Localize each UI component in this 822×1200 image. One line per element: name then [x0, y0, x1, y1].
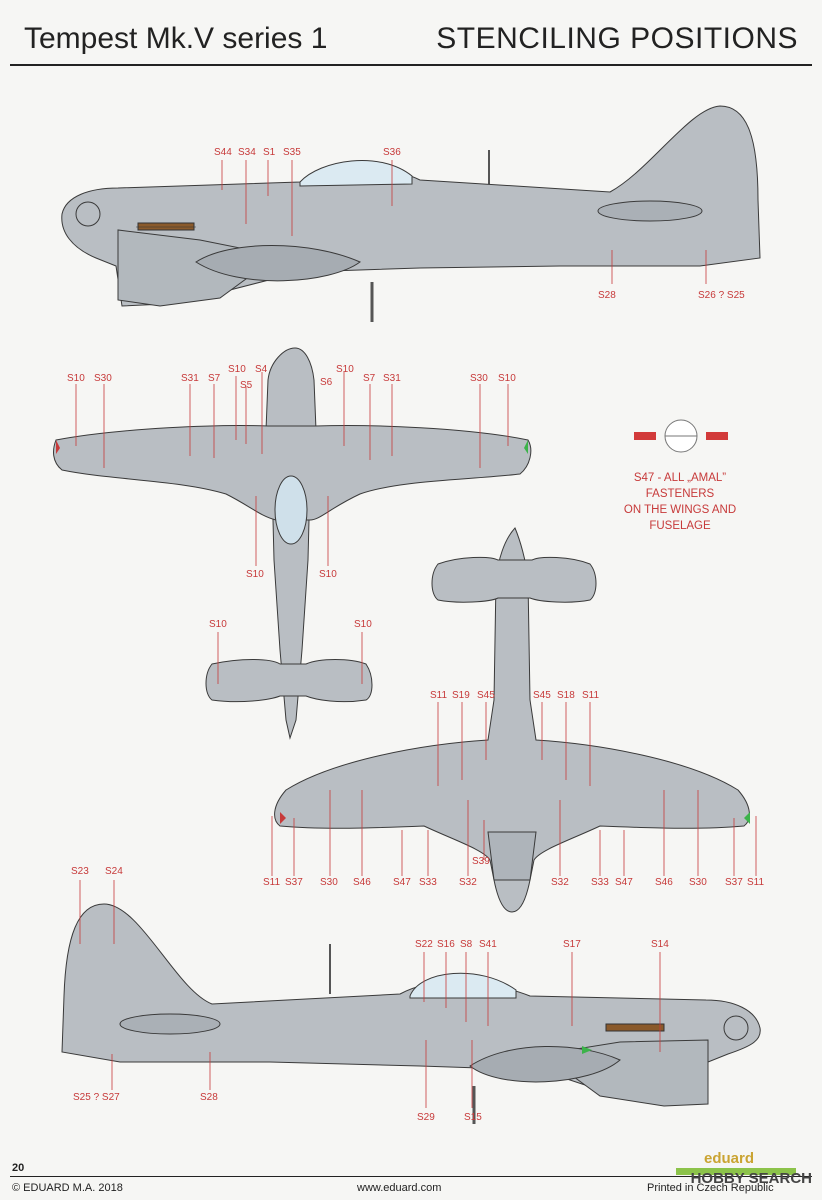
stencil-label: S26 ? S25 — [698, 290, 745, 301]
stencil-label: S35 — [283, 147, 301, 158]
top-view — [53, 347, 532, 740]
side-view-right-facing — [61, 903, 761, 1124]
note-line: FUSELAGE — [649, 520, 711, 532]
leader-lines — [75, 160, 757, 1108]
stencil-label: S47 — [615, 877, 633, 888]
stencil-label: S22 — [415, 939, 433, 950]
side-view-left-facing — [61, 105, 761, 322]
stencil-label: S7 — [208, 373, 221, 384]
stencil-label: S37 — [285, 877, 303, 888]
logo-bar — [676, 1168, 796, 1175]
stencil-label: S23 — [71, 866, 89, 877]
copyright: © EDUARD M.A. 2018 — [12, 1182, 123, 1194]
amal-note: S47 - ALL „AMAL” FASTENERS ON THE WINGS … — [610, 470, 750, 534]
stencil-label: S11 — [747, 877, 765, 888]
stencil-label: S7 — [363, 373, 376, 384]
stencil-label: S14 — [651, 939, 669, 950]
stencil-label: S1 — [263, 147, 276, 158]
stencil-label: S28 — [598, 290, 616, 301]
stencil-label: S45 — [533, 690, 551, 701]
stencil-label: S30 — [94, 373, 112, 384]
stencil-label: S8 — [460, 939, 473, 950]
stencil-label: S29 — [417, 1112, 435, 1123]
stencil-label: S32 — [551, 877, 569, 888]
stencil-label: S30 — [470, 373, 488, 384]
stencil-label: S44 — [214, 147, 232, 158]
stencil-label: S46 — [655, 877, 673, 888]
stencil-label: S15 — [464, 1112, 482, 1123]
stencil-label: S10 — [246, 569, 264, 580]
stencil-label: S10 — [336, 364, 354, 375]
stencil-label: S4 — [255, 364, 268, 375]
stencil-label: S37 — [725, 877, 743, 888]
stencil-label: S16 — [437, 939, 455, 950]
stencil-label: S19 — [452, 690, 470, 701]
stencil-label: S11 — [582, 690, 600, 701]
stencil-label: S28 — [200, 1092, 218, 1103]
page-number: 20 — [12, 1162, 25, 1174]
note-line: FASTENERS — [645, 488, 715, 500]
stencil-label: S31 — [383, 373, 401, 384]
footer-divider — [10, 1176, 812, 1177]
stencil-label: S11 — [430, 690, 448, 701]
header-divider — [10, 64, 812, 66]
printed-in: Printed in Czech Republic — [647, 1182, 774, 1194]
stencil-label: S41 — [479, 939, 497, 950]
stencil-label: S31 — [181, 373, 199, 384]
hobby-search-watermark: HOBBY SEARCH — [690, 1170, 812, 1187]
stencil-label: S10 — [354, 619, 372, 630]
stencil-label: S10 — [67, 373, 85, 384]
stencil-label: S32 — [459, 877, 477, 888]
stencil-label: S10 — [228, 364, 246, 375]
stencil-label: S10 — [319, 569, 337, 580]
stencil-label: S47 — [393, 877, 411, 888]
stencil-label: S30 — [689, 877, 707, 888]
note-line: ON THE WINGS AND — [623, 504, 737, 516]
amal-fastener-symbol — [634, 419, 728, 453]
eduard-logo: eduard — [704, 1150, 755, 1167]
stencil-label: S45 — [477, 690, 495, 701]
stencil-label: S24 — [105, 866, 123, 877]
page-title: Tempest Mk.V series 1 — [24, 22, 328, 55]
stencil-label: S30 — [320, 877, 338, 888]
stencil-label: S6 — [320, 377, 333, 388]
stencil-label: S39 — [472, 856, 490, 867]
stencil-label: S10 — [209, 619, 227, 630]
stencil-label: S34 — [238, 147, 256, 158]
website: www.eduard.com — [357, 1182, 442, 1194]
stencil-label: S18 — [557, 690, 575, 701]
stencil-label: S33 — [419, 877, 437, 888]
stencil-label: S36 — [383, 147, 401, 158]
stencil-label: S5 — [240, 380, 253, 391]
stencil-label: S17 — [563, 939, 581, 950]
stencil-label: S33 — [591, 877, 609, 888]
stencil-label: S46 — [353, 877, 371, 888]
note-line: S47 - ALL „AMAL” — [633, 472, 727, 484]
section-title: STENCILING POSITIONS — [436, 22, 798, 55]
stencil-label: S10 — [498, 373, 516, 384]
stencil-label: S25 ? S27 — [73, 1092, 120, 1103]
bottom-view — [274, 527, 750, 913]
stencil-label: S11 — [263, 877, 281, 888]
